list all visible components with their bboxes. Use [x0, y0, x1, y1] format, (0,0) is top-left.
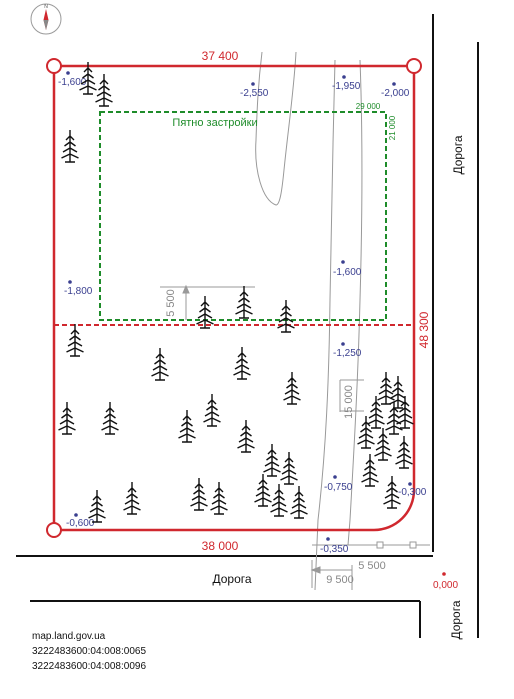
elevation-mark: -2,000	[381, 88, 410, 99]
dim-right: 48 300	[417, 311, 431, 348]
tree-icon	[395, 436, 413, 469]
tree-icon	[101, 402, 119, 435]
elevation-points: -1,600 -2,550 -1,950 -2,000 -1,800 -1,60…	[58, 71, 458, 591]
tree-icon	[377, 372, 395, 405]
elevation-mark: -0,350	[320, 544, 349, 555]
elevation-mark: -1,950	[332, 81, 361, 92]
tree-icon	[88, 490, 106, 523]
tree-icon	[383, 476, 401, 509]
dim-bottom: 38 000	[202, 539, 239, 553]
elevation-mark: -1,600	[333, 267, 362, 278]
tree-icon	[58, 402, 76, 435]
tree-icon	[290, 486, 308, 519]
setback-bottom-dim-2: 9 500	[326, 574, 354, 586]
tree-icon	[385, 402, 403, 435]
tree-icon	[357, 416, 375, 449]
tree-icon	[95, 74, 113, 107]
tree-icon	[235, 286, 253, 319]
tree-icon	[277, 300, 295, 333]
tree-icon	[178, 410, 196, 443]
elevation-mark: -0,300	[398, 487, 427, 498]
road-lines	[16, 14, 479, 638]
tree-icon	[361, 454, 379, 487]
cadastre-number: 3222483600:04:008:0065	[32, 646, 147, 657]
elevation-mark: -1,250	[333, 348, 362, 359]
source-text: map.land.gov.ua	[32, 631, 106, 642]
elevation-mark: -0,750	[324, 482, 353, 493]
road-label-bottom: Дорога	[212, 572, 251, 586]
tree-icon	[66, 324, 84, 357]
plot-boundary	[52, 64, 416, 532]
corner-marker	[406, 58, 422, 74]
tree-icon	[254, 474, 272, 507]
cadastre-number: 3222483600:04:008:0096	[32, 661, 147, 672]
corner-marker	[46, 522, 62, 538]
corner-marker	[46, 58, 62, 74]
setback-mid-dim: 15 000	[343, 385, 355, 419]
elevation-mark: -0,600	[66, 518, 95, 529]
build-zone	[99, 111, 387, 321]
tree-icon	[151, 348, 169, 381]
tree-icon	[280, 452, 298, 485]
elevation-mark: -1,800	[64, 286, 93, 297]
elevation-mark: -1,600	[58, 77, 87, 88]
dim-top: 37 400	[202, 49, 239, 63]
compass-label: N	[44, 4, 48, 10]
zone-height-dim: 21 000	[388, 115, 397, 140]
compass-icon: N	[30, 3, 62, 35]
road-label-right: Дорога	[451, 135, 465, 174]
tree-icon	[263, 444, 281, 477]
tree-icon	[203, 394, 221, 427]
elevation-mark: -2,550	[240, 88, 269, 99]
tree-icon	[61, 130, 79, 163]
tree-icon	[367, 396, 385, 429]
tree-icon	[237, 420, 255, 453]
trees	[58, 62, 414, 523]
road-label-corner: Дорога	[449, 600, 463, 639]
build-zone-label: Пятно застройки	[172, 117, 257, 129]
tree-icon	[79, 62, 97, 95]
tree-icon	[374, 428, 392, 461]
tree-icon	[283, 372, 301, 405]
tree-icon	[123, 482, 141, 515]
tree-icon	[196, 296, 214, 329]
contour-lines	[255, 51, 363, 591]
tree-icon	[270, 484, 288, 517]
zone-width-dim: 29 000	[356, 102, 381, 111]
tree-icon	[233, 347, 251, 380]
setback-top-dim: 5 500	[165, 289, 177, 317]
setback-dimensions	[160, 284, 430, 590]
tree-icon	[396, 396, 414, 429]
tree-icon	[190, 478, 208, 511]
tree-icon	[210, 482, 228, 515]
elevation-mark: 0,000	[433, 580, 458, 591]
setback-bottom-dim-1: 5 500	[358, 560, 386, 572]
